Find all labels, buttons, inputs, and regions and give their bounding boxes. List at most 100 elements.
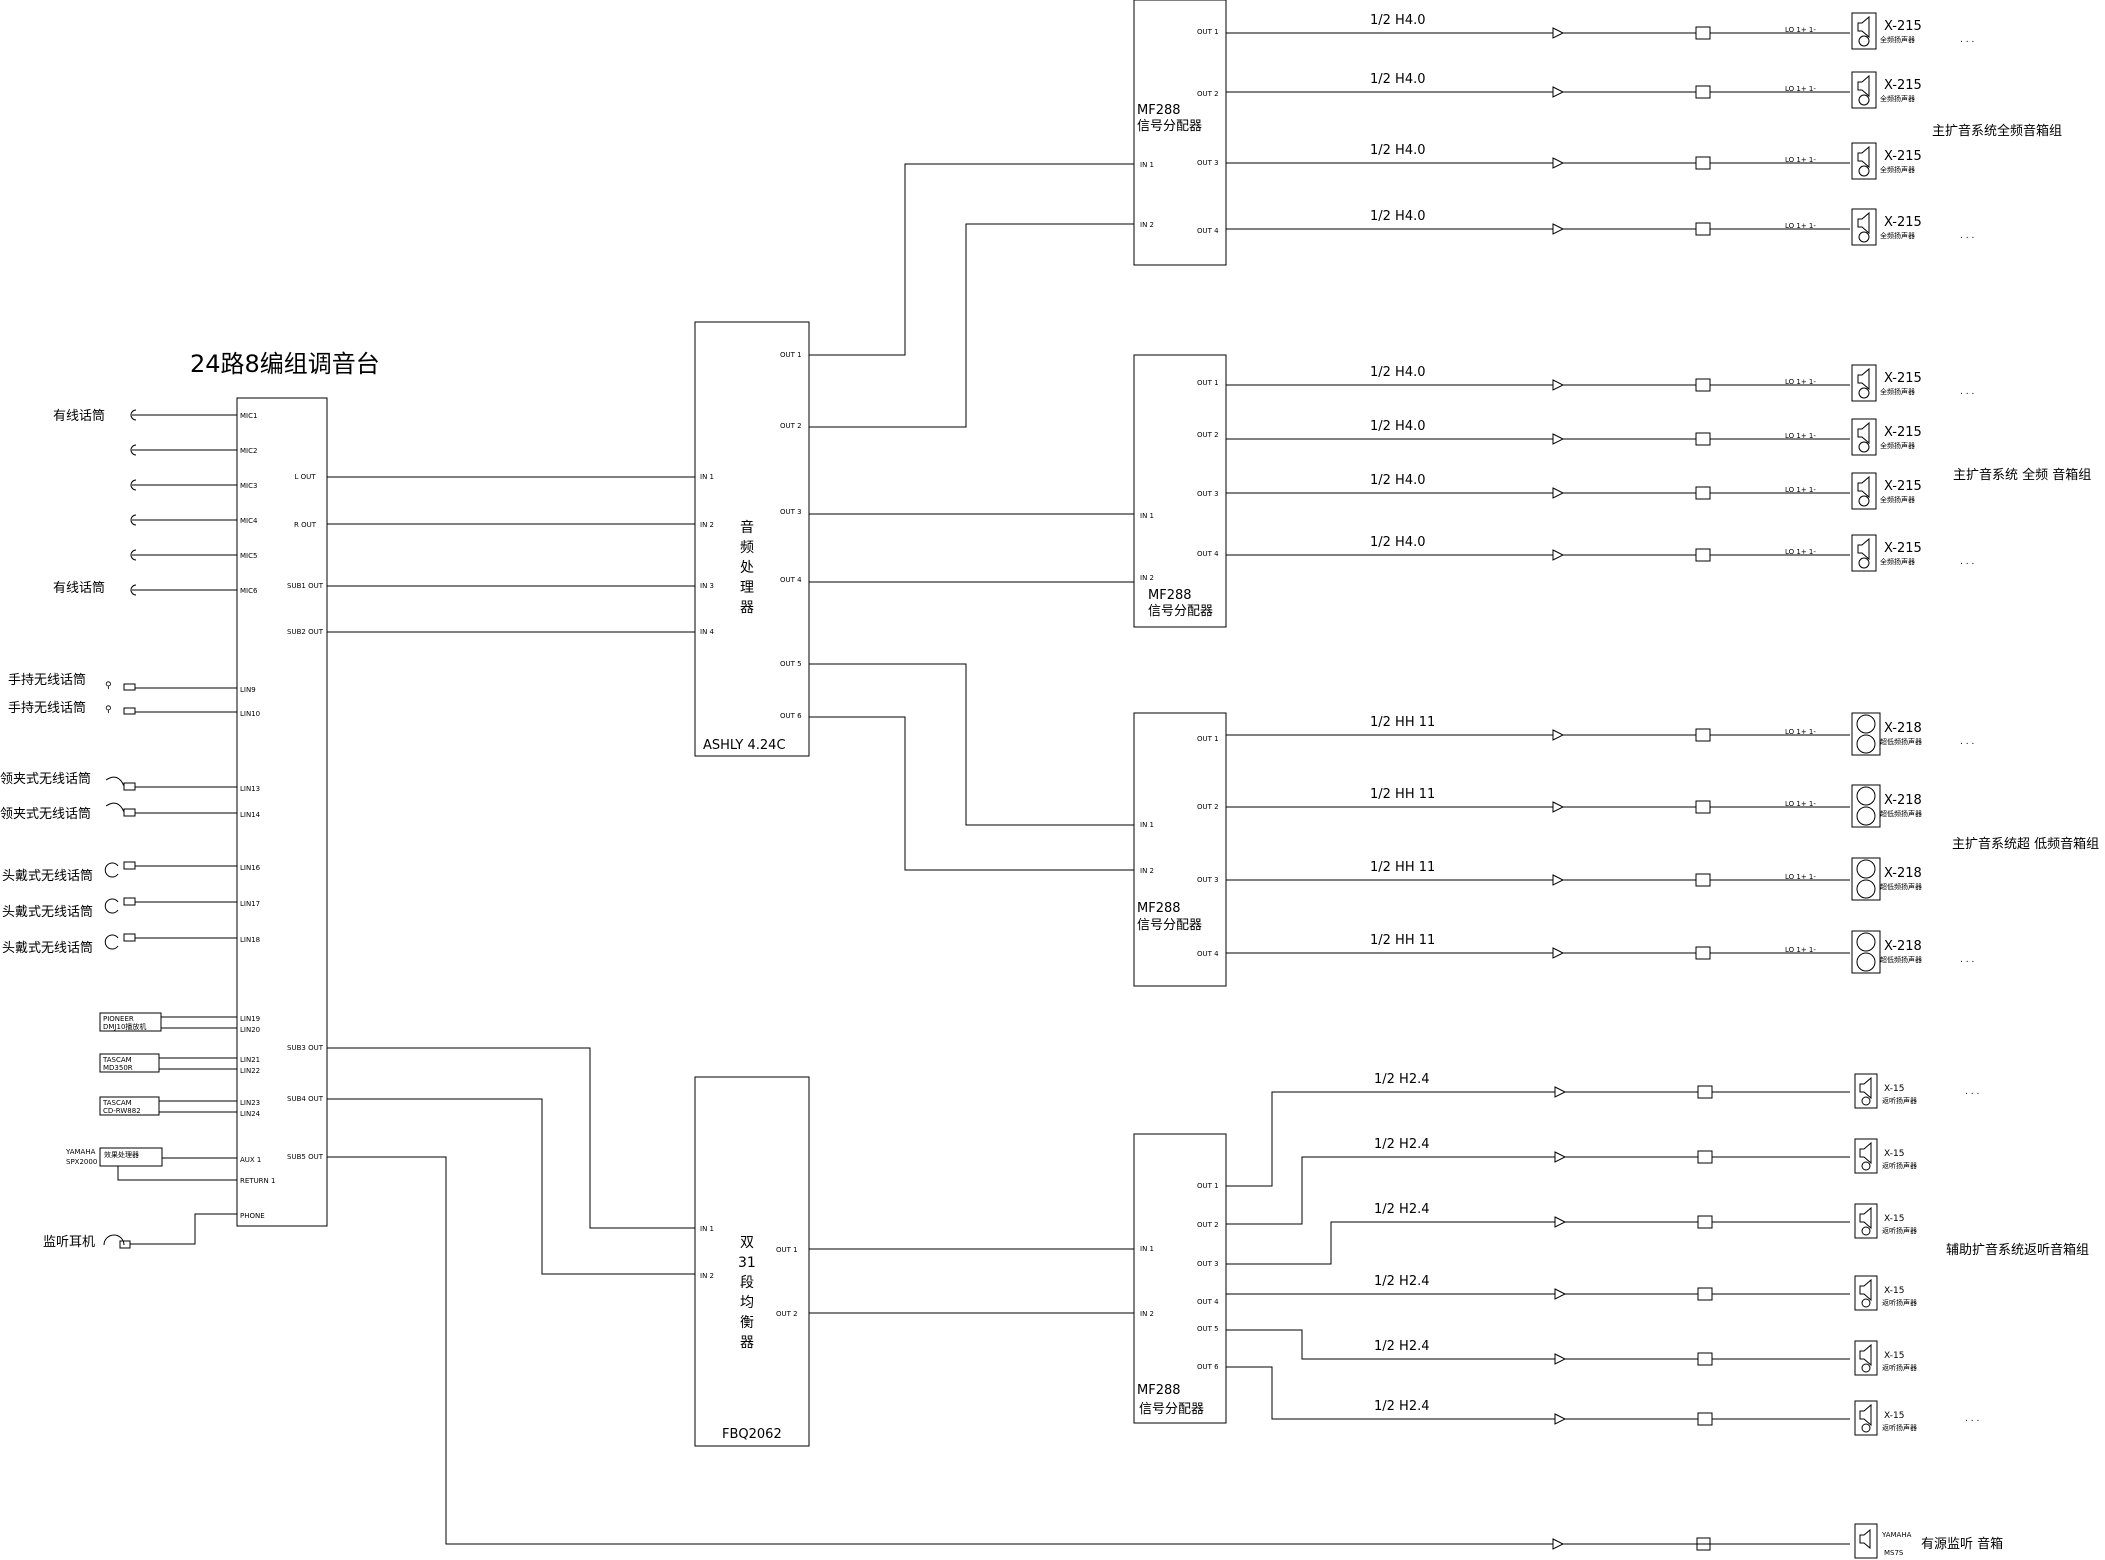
connector-icon — [1695, 156, 1711, 170]
group-label-1: 主扩音系统全频音箱组 — [1932, 123, 2062, 139]
processor-in3: IN 3 — [700, 582, 714, 590]
cable-arrow-icon — [1552, 86, 1565, 98]
processor-out1: OUT 1 — [780, 351, 802, 359]
distributor-1-out1: OUT 1 — [1197, 28, 1219, 36]
ellipsis: . . . — [1960, 557, 1974, 567]
speaker-model: X-15 — [1884, 1149, 1904, 1159]
mixer-port-lin13: LIN13 — [240, 785, 260, 793]
connector-icon — [1697, 1085, 1713, 1099]
receiver-icon — [123, 782, 136, 791]
equalizer-model: FBQ2062 — [722, 1427, 782, 1442]
ellipsis: . . . — [1960, 737, 1974, 747]
speaker-woofer-icon — [1858, 387, 1870, 399]
speaker-desc: 返听扬声器 — [1882, 1423, 1917, 1432]
speaker-model: X-215 — [1884, 425, 1922, 440]
speaker-model: X-215 — [1884, 479, 1922, 494]
mixer-port-phone: PHONE — [240, 1212, 265, 1220]
speaker-woofer-icon — [1856, 714, 1876, 734]
distributor-3-in1: IN 1 — [1140, 821, 1154, 829]
equalizer-box — [694, 1076, 810, 1447]
speaker-model: X-215 — [1884, 541, 1922, 556]
processor-in1: IN 1 — [700, 473, 714, 481]
connector-label: LO 1+ 1- — [1785, 486, 1816, 494]
receiver-icon — [123, 683, 136, 691]
cable-label: 1/2 HH 11 — [1370, 860, 1435, 875]
distributor-4-in2: IN 2 — [1140, 1310, 1154, 1318]
speaker-model: X-218 — [1884, 866, 1922, 881]
speaker-model: X-218 — [1884, 721, 1922, 736]
receiver-icon — [123, 808, 136, 817]
dj-player-label-2: DMJ10播放机 — [103, 1022, 146, 1031]
connector-icon — [1695, 800, 1711, 814]
cable-label: 1/2 H4.0 — [1370, 13, 1426, 28]
processor-in2: IN 2 — [700, 521, 714, 529]
speaker-desc: 全频扬声器 — [1880, 441, 1915, 450]
speaker-desc: 全频扬声器 — [1880, 165, 1915, 174]
connector-icon — [1695, 432, 1711, 446]
cable-arrow-icon — [1552, 27, 1565, 39]
cable-arrow-icon — [1552, 487, 1565, 499]
connector-icon — [1695, 946, 1711, 960]
tascam-cd-label-2: CD-RW882 — [103, 1107, 141, 1115]
lapel-mic-icon — [105, 776, 125, 787]
speaker-woofer-icon — [1858, 441, 1870, 453]
distributor-2-in1: IN 1 — [1140, 512, 1154, 520]
speaker-woofer-icon — [1856, 734, 1876, 754]
speaker-woofer-icon — [1861, 1161, 1871, 1171]
equalizer-in1: IN 1 — [700, 1225, 714, 1233]
speaker-desc: 全频扬声器 — [1880, 35, 1915, 44]
yamaha-spx-label-2: SPX2000 — [66, 1158, 97, 1166]
speaker-box — [1851, 418, 1877, 456]
speaker-box — [1851, 364, 1877, 402]
cable-label: 1/2 H4.0 — [1370, 365, 1426, 380]
mixer-port-lin21: LIN21 — [240, 1056, 260, 1064]
distributor-2-out3: OUT 3 — [1197, 490, 1219, 498]
speaker-woofer-icon — [1858, 94, 1870, 106]
distributor-3-name: 信号分配器 — [1137, 918, 1202, 933]
cable-arrow-icon — [1552, 874, 1565, 886]
cable-arrow-icon — [1554, 1353, 1567, 1365]
speaker-desc: 全频扬声器 — [1880, 231, 1915, 240]
mixer-to-processor-wiring — [327, 476, 695, 633]
mixer-port-aux1: AUX 1 — [240, 1156, 261, 1164]
distributor-4-box — [1133, 1133, 1227, 1424]
speaker-box — [1851, 12, 1877, 50]
mixer-port-sub1out: SUB1 OUT — [287, 582, 324, 590]
distributor-3-model: MF288 — [1137, 901, 1181, 916]
cable-arrow-icon — [1554, 1086, 1567, 1098]
equalizer-label-6: 器 — [740, 1335, 754, 1351]
speaker-woofer-icon — [1856, 786, 1876, 806]
headset-mic-label-1: 头戴式无线话筒 — [2, 868, 93, 884]
handheld-mic-label-2: 手持无线话筒 — [8, 700, 86, 716]
speaker-box — [1851, 71, 1877, 109]
connector-icon — [1695, 26, 1711, 40]
equalizer-label-3: 段 — [740, 1275, 754, 1291]
dj-player-box — [99, 1012, 162, 1032]
speaker-icon — [1857, 74, 1870, 98]
mixer-port-sub3out: SUB3 OUT — [287, 1044, 324, 1052]
cable-label: 1/2 HH 11 — [1370, 933, 1435, 948]
distributor-4-out3: OUT 3 — [1197, 1260, 1219, 1268]
speaker-woofer-icon — [1856, 806, 1876, 826]
cable-arrow-icon — [1552, 729, 1565, 741]
speaker-box — [1851, 784, 1881, 828]
distributor-4-out1: OUT 1 — [1197, 1182, 1219, 1190]
distributor-4-in1: IN 1 — [1140, 1245, 1154, 1253]
speaker-box — [1854, 1275, 1878, 1311]
speaker-box — [1854, 1400, 1878, 1436]
connector-label: LO 1+ 1- — [1785, 26, 1816, 34]
mixer-port-lin19: LIN19 — [240, 1015, 260, 1023]
yamaha-spx-label-1: YAMAHA — [65, 1148, 96, 1156]
speaker-woofer-icon — [1856, 952, 1876, 972]
speaker-icon — [1859, 1403, 1872, 1427]
speaker-icon — [1857, 421, 1870, 445]
speaker-icon — [1859, 1141, 1872, 1165]
cable-label: 1/2 H2.4 — [1374, 1072, 1430, 1087]
speaker-model: X-15 — [1884, 1214, 1904, 1224]
distributor-2-model: MF288 — [1148, 588, 1192, 603]
audio-processor-model: ASHLY 4.24C — [703, 738, 786, 753]
equalizer-to-distributor-4-wiring — [809, 1248, 1134, 1314]
speaker-model: X-15 — [1884, 1351, 1904, 1361]
cable-arrow-icon — [1552, 1538, 1565, 1550]
cable-arrow-icon — [1554, 1413, 1567, 1425]
